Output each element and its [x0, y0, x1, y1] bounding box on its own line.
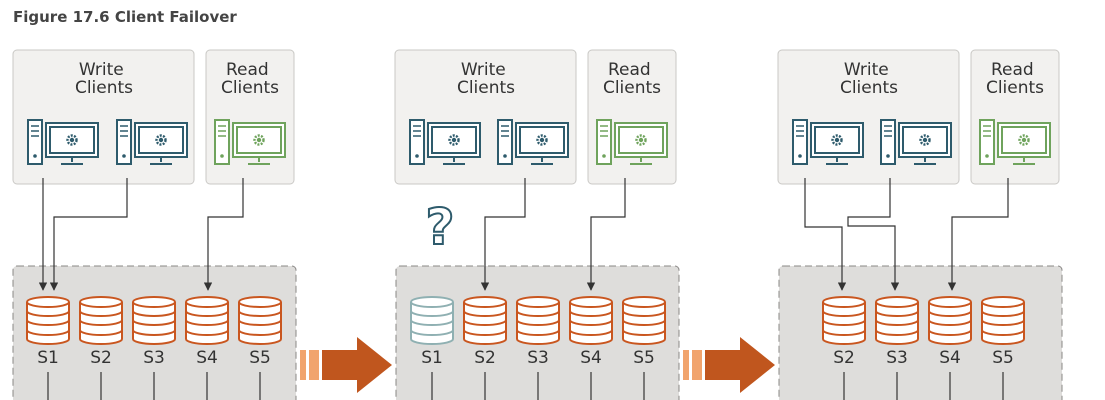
database-icon [185, 296, 229, 345]
desktop-computer-icon [792, 119, 864, 165]
server-stems [431, 372, 645, 400]
read-clients-label: Read Clients [603, 60, 661, 98]
database-icon [981, 296, 1025, 345]
database-icon [79, 296, 123, 345]
desktop-computer-icon [27, 119, 99, 165]
database-icon [238, 296, 282, 345]
server-label: S1 [421, 348, 443, 368]
server-label: S5 [249, 348, 271, 368]
desktop-computer-icon [596, 119, 668, 165]
database-icon [569, 296, 613, 345]
database-icon [410, 296, 454, 345]
client-connections [480, 178, 626, 291]
server-label: S2 [474, 348, 496, 368]
server-label: S4 [196, 348, 218, 368]
server-label: S5 [633, 348, 655, 368]
stage-3: Write Clients Read Clients S2 S3 S4 S5 [777, 49, 1063, 400]
failover-arrow-icon [300, 337, 392, 393]
client-connections [38, 178, 244, 291]
stage-2: Write Clients Read Clients ? S1 S2 S3 S4… [394, 49, 680, 400]
stage-1: Write Clients Read Clients S1 S2 S3 S4 S… [12, 49, 297, 400]
server-label: S1 [37, 348, 59, 368]
question-mark-icon: ? [425, 198, 454, 256]
server-label: S4 [939, 348, 961, 368]
write-clients-label: Write Clients [457, 60, 515, 98]
desktop-computer-icon [880, 119, 952, 165]
desktop-computer-icon [116, 119, 188, 165]
desktop-computer-icon [979, 119, 1051, 165]
client-connections [804, 178, 1009, 291]
database-icon [26, 296, 70, 345]
database-icon [132, 296, 176, 345]
database-icon [516, 296, 560, 345]
server-stems [843, 372, 1004, 400]
server-label: S2 [833, 348, 855, 368]
desktop-computer-icon [497, 119, 569, 165]
server-label: S3 [886, 348, 908, 368]
desktop-computer-icon [409, 119, 481, 165]
database-icon [822, 296, 866, 345]
server-label: S4 [580, 348, 602, 368]
database-icon [622, 296, 666, 345]
database-icon [875, 296, 919, 345]
failover-arrow-icon [683, 337, 775, 393]
read-clients-label: Read Clients [221, 60, 279, 98]
server-label: S2 [90, 348, 112, 368]
database-icon [928, 296, 972, 345]
server-label: S3 [527, 348, 549, 368]
write-clients-label: Write Clients [840, 60, 898, 98]
server-stems [47, 372, 261, 400]
write-clients-label: Write Clients [75, 60, 133, 98]
desktop-computer-icon [214, 119, 286, 165]
server-label: S3 [143, 348, 165, 368]
database-icon [463, 296, 507, 345]
server-label: S5 [992, 348, 1014, 368]
figure-title: Figure 17.6 Client Failover [13, 8, 237, 26]
read-clients-label: Read Clients [986, 60, 1044, 98]
